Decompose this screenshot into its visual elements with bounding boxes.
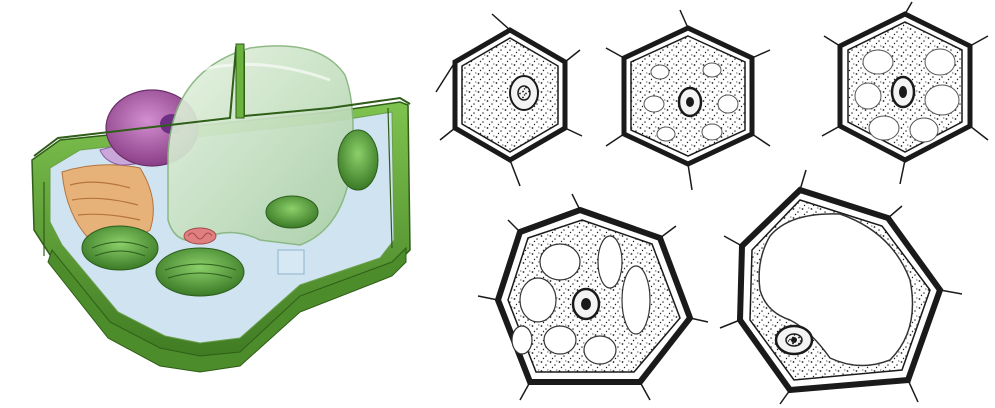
vacuole [512,326,532,354]
chloroplast [156,248,244,296]
vacuole [544,326,576,354]
vacuole [703,63,721,77]
vacuole [869,116,899,140]
vacuole [657,127,675,141]
vacuole [702,124,722,140]
vacuole [622,266,650,334]
chloroplast [338,130,378,190]
cell-stage-4 [478,194,708,400]
vacuole [651,65,669,79]
vacuole [644,96,664,112]
chloroplast [266,196,318,228]
cell-stage-2 [606,10,770,190]
mitochondrion [184,228,216,244]
vacuole [910,118,938,142]
plasmodesma [278,250,304,274]
vacuole [520,278,556,322]
vacuole [584,336,616,364]
vacuole [598,236,622,288]
cell-stage-3 [822,2,988,184]
plant-cell-illustration [32,44,410,372]
vacuole [863,50,893,74]
cell-stage-1 [436,14,582,186]
vacuole [925,85,959,115]
vacuole [925,49,955,75]
vacuole [718,95,738,113]
chloroplast [82,226,158,270]
vacuole [540,244,580,280]
central-vacuole [168,46,353,245]
cell-stage-5 [720,170,962,404]
vacuole [855,83,881,109]
